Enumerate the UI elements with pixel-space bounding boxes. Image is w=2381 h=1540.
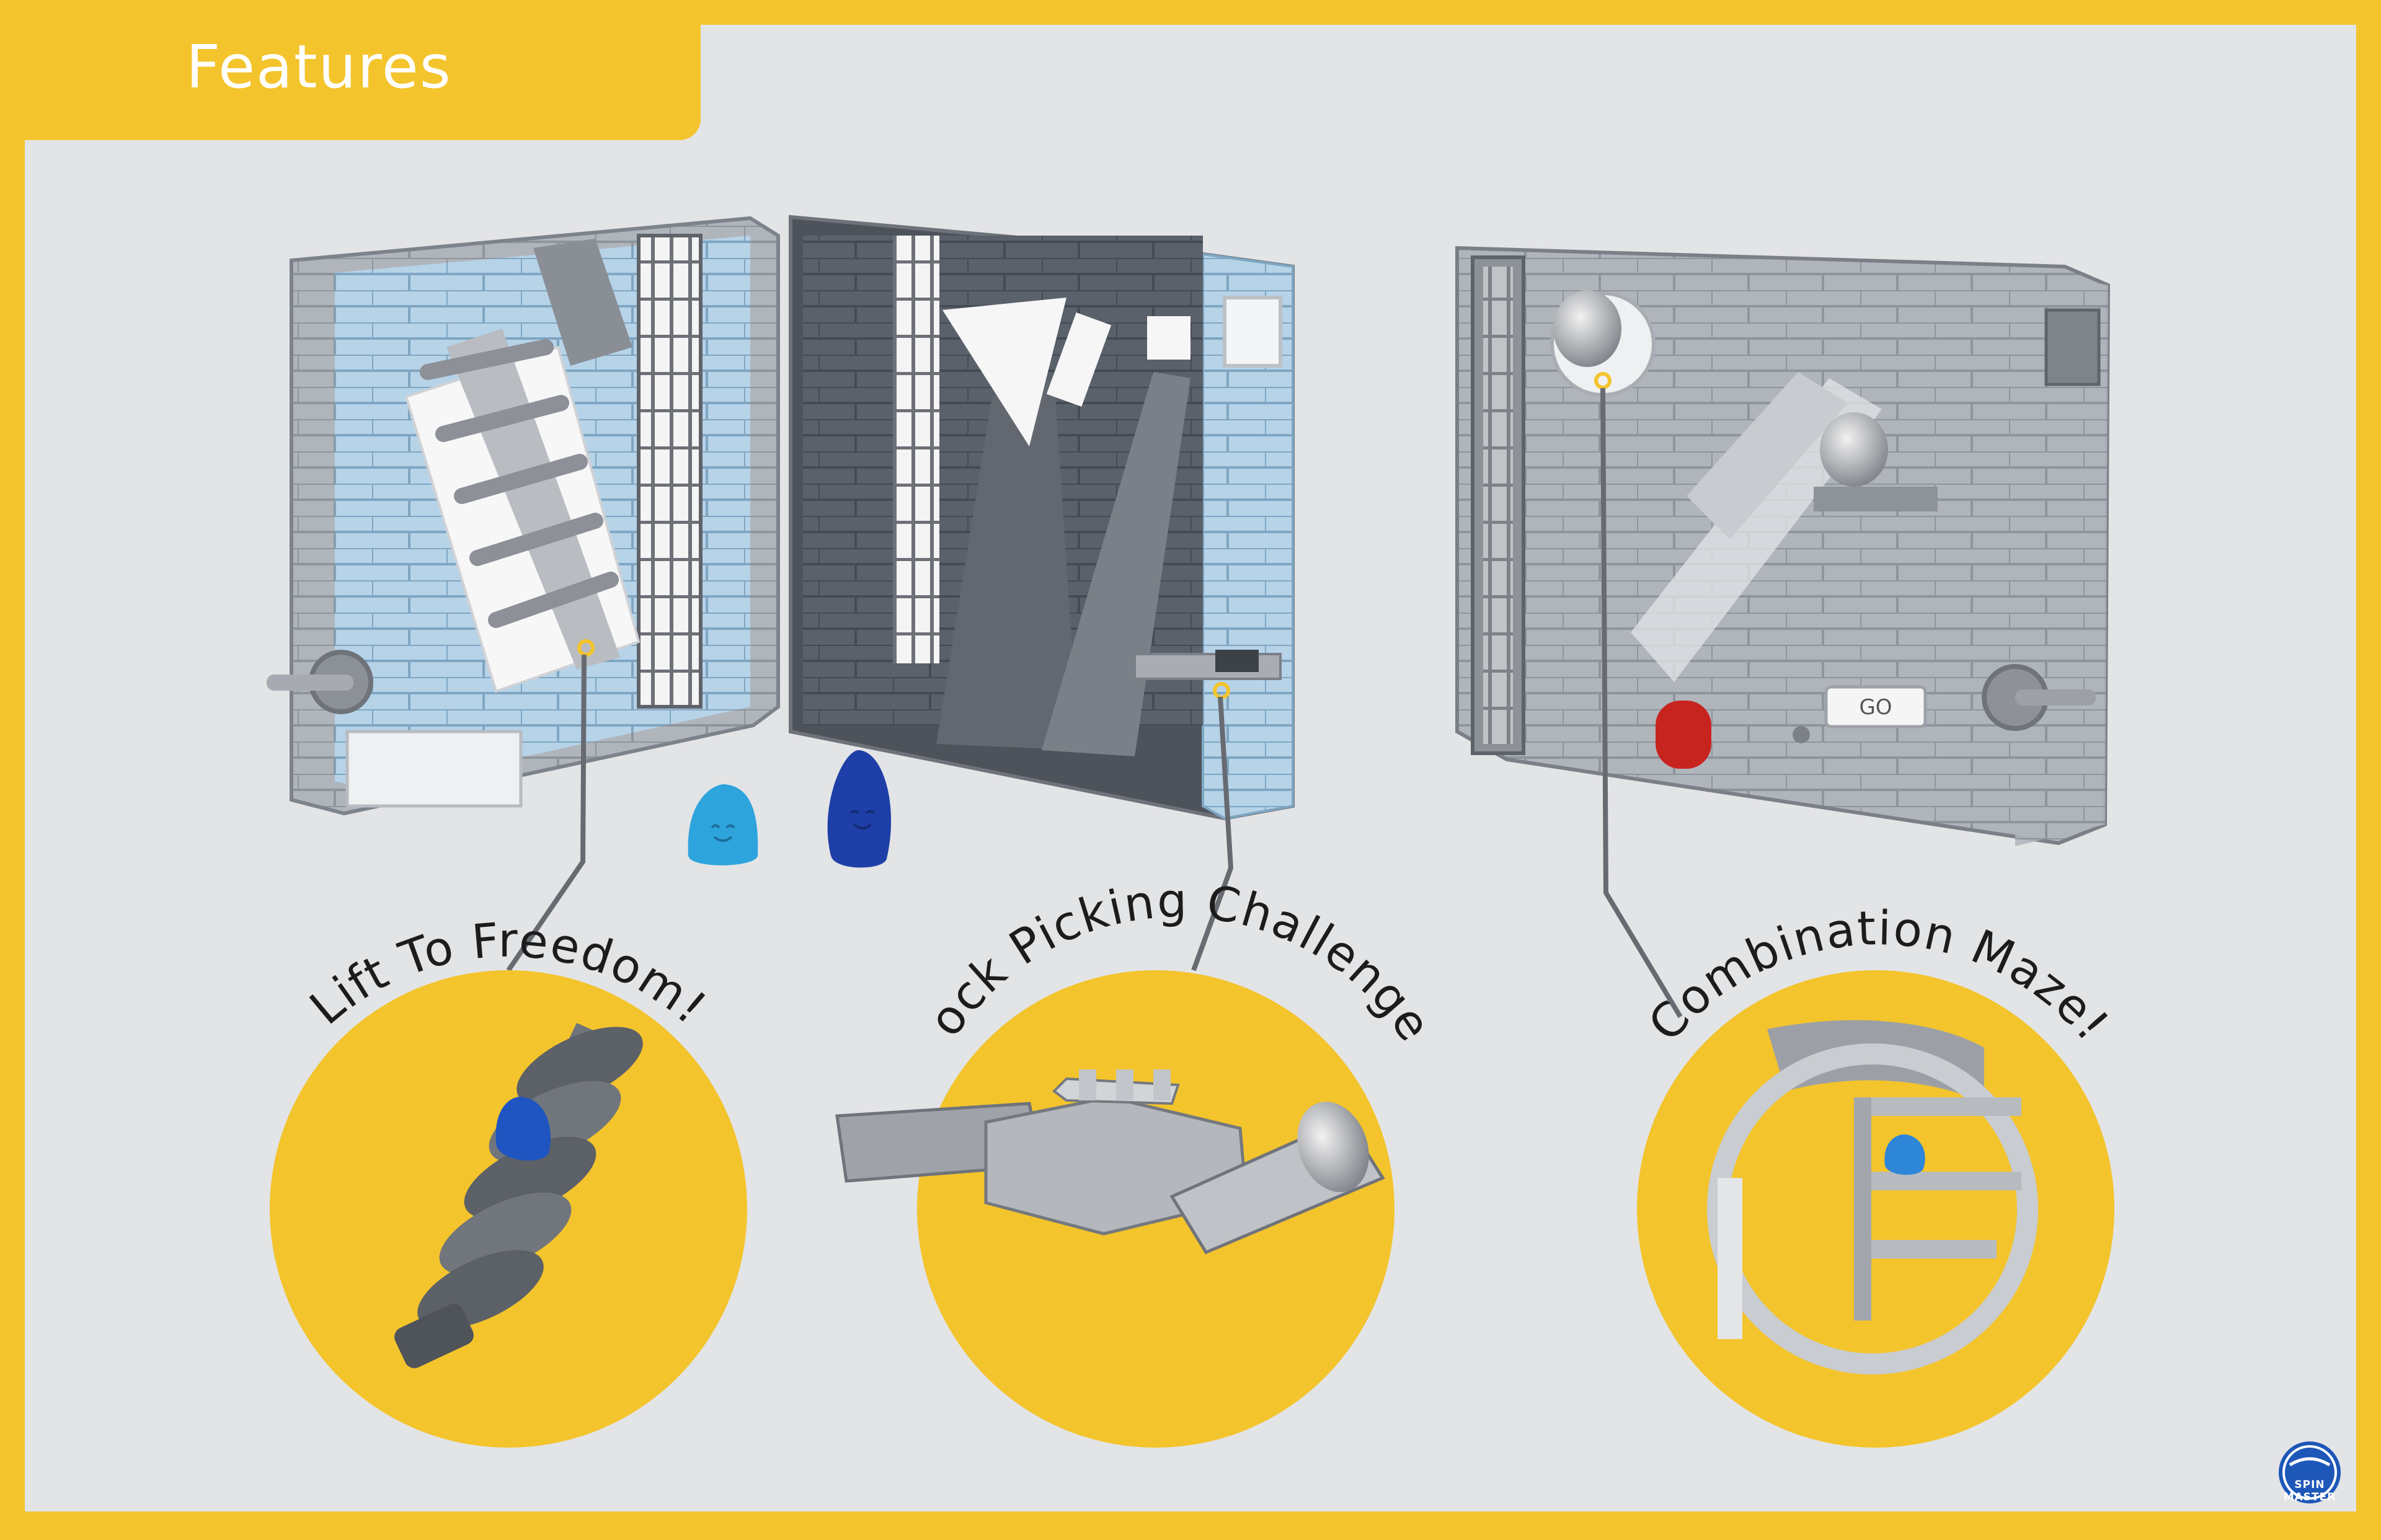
leader-line-maze xyxy=(1600,387,1683,1019)
screw-lift-in-case xyxy=(420,329,620,670)
figure-on-screw xyxy=(495,1097,551,1161)
screw-lift-closeup xyxy=(394,1023,643,1368)
open-case-left-half xyxy=(267,216,780,816)
lockpick-mechanism-in-case xyxy=(936,298,1190,756)
page-title: Features xyxy=(186,32,452,102)
figure-in-maze xyxy=(1884,1134,1925,1175)
callout-lift xyxy=(270,970,747,1448)
figure-red xyxy=(1656,701,1711,769)
go-button[interactable] xyxy=(1824,685,1927,728)
header-tab: Features xyxy=(0,0,701,140)
callout-maze xyxy=(1637,970,2114,1448)
figure-cyan xyxy=(688,784,758,865)
dial-knob-top xyxy=(1550,290,1656,397)
maze-closeup xyxy=(1707,1020,2038,1374)
brand-name: SPIN MASTER xyxy=(2283,1479,2336,1503)
spin-master-logo xyxy=(2279,1441,2341,1503)
leader-line-lift xyxy=(506,654,587,972)
closed-case: GO xyxy=(1455,246,2111,846)
callout-lockpick xyxy=(835,970,1394,1448)
figure-blue xyxy=(827,750,892,868)
leader-line-lockpick xyxy=(1191,696,1234,971)
open-case-right-half xyxy=(789,215,1295,821)
go-button-label: GO xyxy=(1859,695,1892,720)
